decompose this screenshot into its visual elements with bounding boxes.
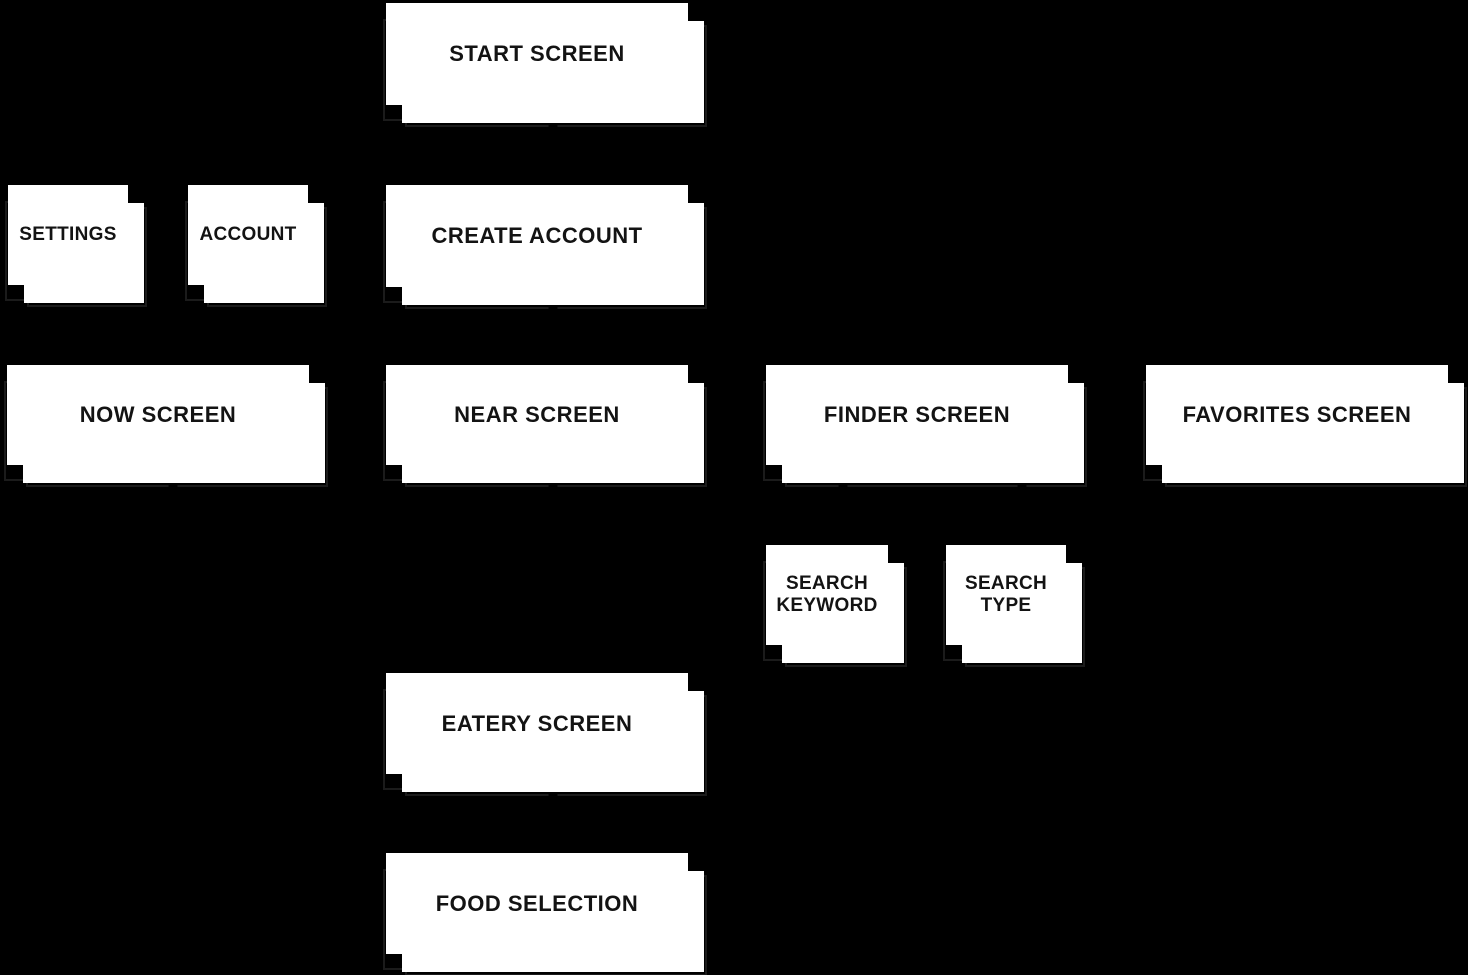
connector-stub <box>548 299 558 327</box>
node-card: SEARCH KEYWORD <box>766 545 888 645</box>
flow-node-search-keyword: SEARCH KEYWORD <box>763 545 907 667</box>
flow-node-create-account: CREATE ACCOUNT <box>383 185 707 327</box>
flow-node-eatery-screen: EATERY SCREEN <box>383 673 707 814</box>
flow-node-account: ACCOUNT <box>185 185 327 307</box>
node-card: FOOD SELECTION <box>386 853 688 954</box>
flow-node-settings: SETTINGS <box>5 185 147 307</box>
node-label: FOOD SELECTION <box>435 890 639 916</box>
node-label: NOW SCREEN <box>79 402 237 428</box>
node-label: FAVORITES SCREEN <box>1182 402 1412 428</box>
node-label: EATERY SCREEN <box>441 710 633 736</box>
flow-node-finder-screen: FINDER SCREEN <box>763 365 1087 505</box>
connector-stub <box>168 477 178 505</box>
connector-stub <box>548 786 558 814</box>
connector-stub <box>1017 477 1027 505</box>
node-card: FINDER SCREEN <box>766 365 1068 465</box>
node-label: FINDER SCREEN <box>823 402 1011 428</box>
connector-stub <box>548 477 558 505</box>
node-label: SEARCH TYPE <box>964 572 1048 616</box>
node-card: FAVORITES SCREEN <box>1146 365 1448 465</box>
flow-node-search-type: SEARCH TYPE <box>943 545 1085 667</box>
flow-node-start-screen: START SCREEN <box>383 3 707 145</box>
node-card: NOW SCREEN <box>7 365 309 465</box>
flow-node-near-screen: NEAR SCREEN <box>383 365 707 505</box>
node-label: SEARCH KEYWORD <box>776 572 878 616</box>
node-card: NEAR SCREEN <box>386 365 688 465</box>
node-label: CREATE ACCOUNT <box>431 223 643 249</box>
flow-node-favorites-screen: FAVORITES SCREEN <box>1143 365 1467 487</box>
flow-node-food-selection: FOOD SELECTION <box>383 853 707 975</box>
flow-node-now-screen: NOW SCREEN <box>4 365 328 505</box>
node-label: NEAR SCREEN <box>454 402 620 428</box>
node-card: EATERY SCREEN <box>386 673 688 774</box>
node-label: ACCOUNT <box>199 223 297 245</box>
node-card: CREATE ACCOUNT <box>386 185 688 287</box>
connector-stub <box>838 477 848 505</box>
node-card: ACCOUNT <box>188 185 308 285</box>
node-card: START SCREEN <box>386 3 688 105</box>
connector-stub <box>548 117 558 145</box>
node-label: START SCREEN <box>449 41 625 67</box>
node-label: SETTINGS <box>19 223 117 245</box>
node-card: SETTINGS <box>8 185 128 285</box>
node-card: SEARCH TYPE <box>946 545 1066 645</box>
